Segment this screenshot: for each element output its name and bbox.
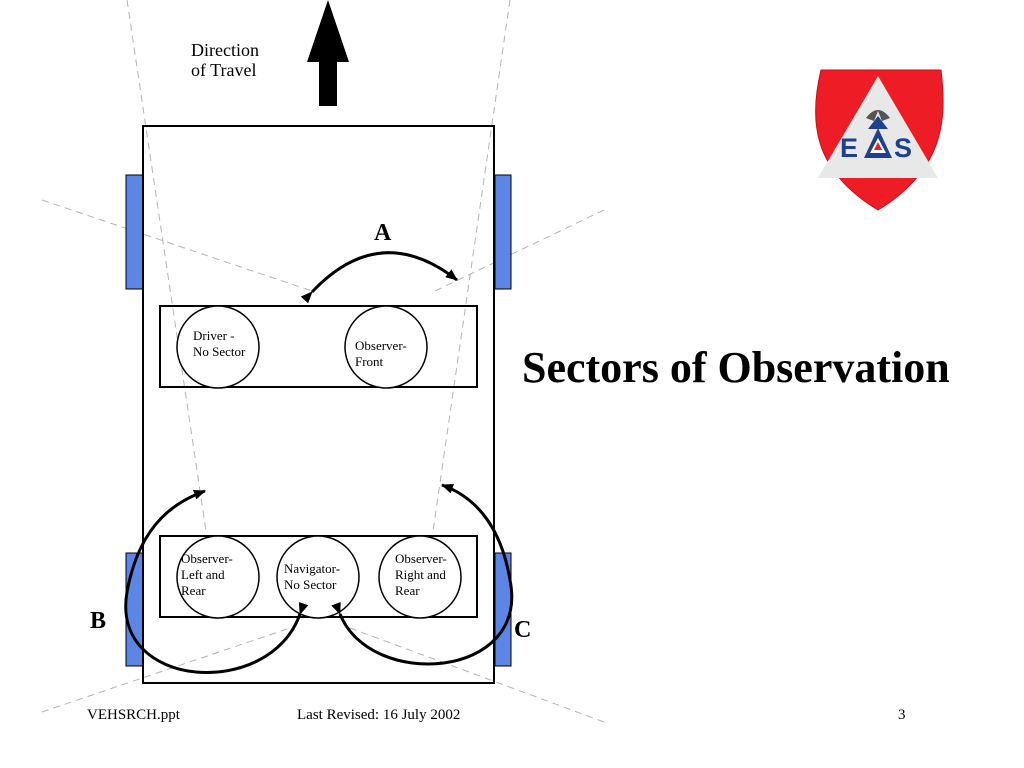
sector-b-label: B <box>90 608 107 634</box>
eagle-emblem-icon <box>864 110 892 158</box>
logo-letter-s: S <box>894 133 913 163</box>
seat-driver <box>176 305 260 389</box>
seat-label-driver: Driver - No Sector <box>193 328 246 359</box>
sector-b-arc <box>124 489 309 674</box>
front-seat-bench <box>159 305 478 388</box>
seat-label-observer-right: Observer- Right and Rear <box>395 551 447 598</box>
sight-line-upper-left <box>41 199 316 293</box>
sector-c-label: C <box>514 617 532 643</box>
sight-line-upper-right <box>432 209 605 293</box>
sight-lines <box>41 0 605 723</box>
seat-observer-front <box>344 305 428 389</box>
tire-front-left <box>125 174 144 290</box>
seat-label-navigator: Navigator- No Sector <box>284 561 341 592</box>
slide-title: Sectors of Observation <box>522 343 950 392</box>
es-logo <box>815 69 944 211</box>
sector-c-arc <box>331 483 514 666</box>
footer-revised-date: Last Revised: 16 July 2002 <box>297 707 461 723</box>
direction-of-travel-label: Direction of Travel <box>191 40 259 81</box>
sight-line-lower-right <box>349 627 605 723</box>
tire-rear-left <box>125 552 144 667</box>
sight-line-front-left <box>126 0 207 532</box>
vehicle-body <box>142 125 495 684</box>
sight-line-front-right <box>432 0 511 532</box>
direction-arrow-icon <box>307 0 349 106</box>
seat-label-observer-left: Observer- Left and Rear <box>181 551 233 598</box>
sector-a-arc <box>300 251 458 304</box>
logo-letter-e: E <box>840 133 859 163</box>
tire-front-right <box>494 174 512 290</box>
sight-line-lower-left <box>41 627 291 713</box>
sector-a-label: A <box>374 220 392 246</box>
footer-filename: VEHSRCH.ppt <box>87 707 180 723</box>
footer-page-number: 3 <box>898 707 906 723</box>
seat-label-observer-front: Observer- Front <box>355 338 407 369</box>
